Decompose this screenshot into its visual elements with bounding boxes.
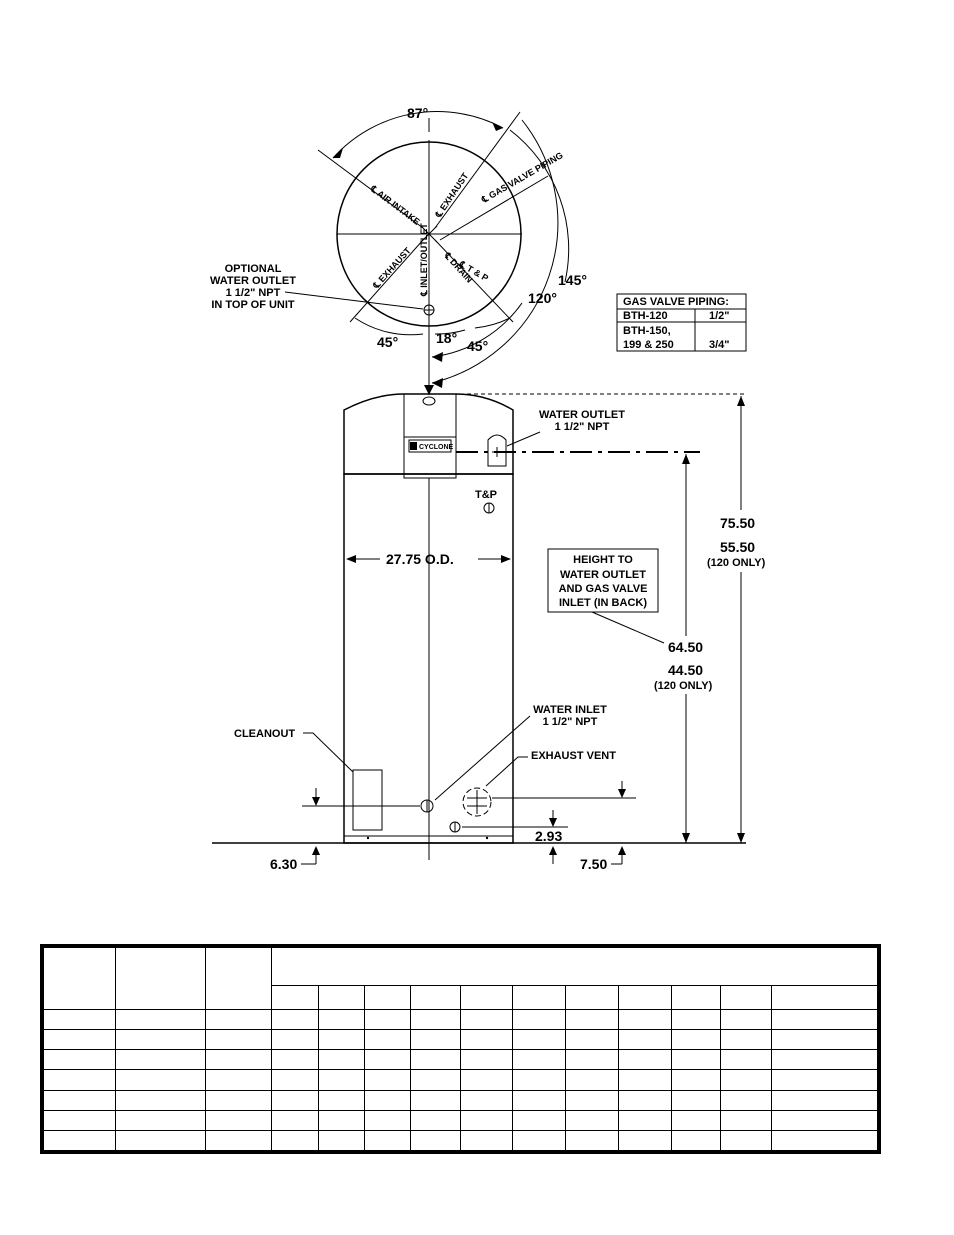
table-row — [43, 1089, 878, 1111]
angle-145: 145° — [558, 272, 587, 288]
exhaust-vent-icon — [462, 787, 492, 817]
front-view: CYCLONE 27.75 O.D. T&P WATER OUTLET 1 1/… — [212, 393, 766, 872]
water-inlet-line2: 1 1/2" NPT — [543, 716, 598, 728]
height-note-box — [547, 548, 659, 613]
control-panel — [403, 436, 457, 479]
exhaust-vent-label: EXHAUST VENT — [531, 750, 616, 762]
gas-valve-table: GAS VALVE PIPING: BTH-120 1/2" BTH-150, … — [616, 293, 747, 352]
tp-port-label: T&P — [475, 489, 497, 501]
dim-64-50: 64.50 — [668, 639, 703, 655]
gas-valve-header: GAS VALVE PIPING: — [623, 296, 729, 308]
dim-2-93: 2.93 — [535, 828, 562, 844]
table-header-cell — [115, 947, 206, 1010]
table-header-cell — [43, 947, 116, 1010]
optional-outlet-line4: IN TOP OF UNIT — [211, 299, 295, 311]
exhaust-label: ℄ EXHAUST — [433, 171, 471, 220]
dimension-table — [40, 944, 881, 1154]
angle-120: 120° — [528, 290, 557, 306]
table-row — [43, 1129, 878, 1152]
table-header-cell — [205, 947, 272, 1010]
gas-valve-row2-model: BTH-150, — [623, 325, 671, 337]
height-note-line4: INLET (IN BACK) — [559, 597, 647, 609]
table-row — [43, 1109, 878, 1131]
gas-valve-row2-model2: 199 & 250 — [623, 339, 674, 351]
height-note-line1: HEIGHT TO — [573, 554, 633, 566]
cleanout-port — [352, 769, 383, 831]
optional-outlet-line3: 1 1/2" NPT — [226, 287, 281, 299]
dim-55-50: 55.50 — [720, 539, 755, 555]
table-row — [43, 1008, 878, 1031]
angle-45-right: 45° — [467, 338, 488, 354]
top-port-icon — [422, 396, 436, 406]
air-intake-label: ℄ AIR INTAKE — [368, 183, 422, 227]
inlet-outlet-label: ℄ INLET/OUTLET — [419, 223, 429, 297]
table-header-cell — [271, 947, 878, 986]
optional-outlet-line1: OPTIONAL — [225, 263, 282, 275]
height-note-line3: AND GAS VALVE — [559, 583, 648, 595]
dim-55-50-note: (120 ONLY) — [707, 557, 766, 569]
height-note-line2: WATER OUTLET — [560, 569, 646, 581]
optional-outlet-line2: WATER OUTLET — [210, 275, 296, 287]
water-inlet-line1: WATER INLET — [533, 704, 607, 716]
water-outlet-line2: 1 1/2" NPT — [555, 421, 610, 433]
water-outlet-line1: WATER OUTLET — [539, 409, 625, 421]
table-row — [43, 1029, 878, 1051]
table-row — [43, 1069, 878, 1091]
cleanout-label: CLEANOUT — [234, 728, 295, 740]
gas-valve-row1-size: 1/2" — [709, 310, 730, 322]
top-view: 87° 145° 120° 45° 18° 45° ℄ AIR INTAKE ℄… — [210, 105, 587, 395]
brand-label: CYCLONE — [419, 444, 454, 451]
gas-valve-row2-size: 3/4" — [709, 339, 730, 351]
dim-75-50: 75.50 — [720, 515, 755, 531]
gas-valve-row1-model: BTH-120 — [623, 310, 668, 322]
angle-45-left: 45° — [377, 334, 398, 350]
dim-44-50: 44.50 — [668, 662, 703, 678]
dim-6-30: 6.30 — [270, 856, 297, 872]
angle-87: 87° — [407, 105, 428, 121]
exhaust-label-2: ℄ EXHAUST — [370, 245, 413, 291]
dimension-drawing: 87° 145° 120° 45° 18° 45° ℄ AIR INTAKE ℄… — [210, 105, 766, 872]
dim-44-50-note: (120 ONLY) — [654, 680, 713, 692]
water-outlet-icon — [487, 434, 507, 467]
table-row — [43, 1049, 878, 1071]
angle-18: 18° — [436, 330, 457, 346]
dim-7-50: 7.50 — [580, 856, 607, 872]
diameter-label: 27.75 O.D. — [386, 551, 454, 567]
